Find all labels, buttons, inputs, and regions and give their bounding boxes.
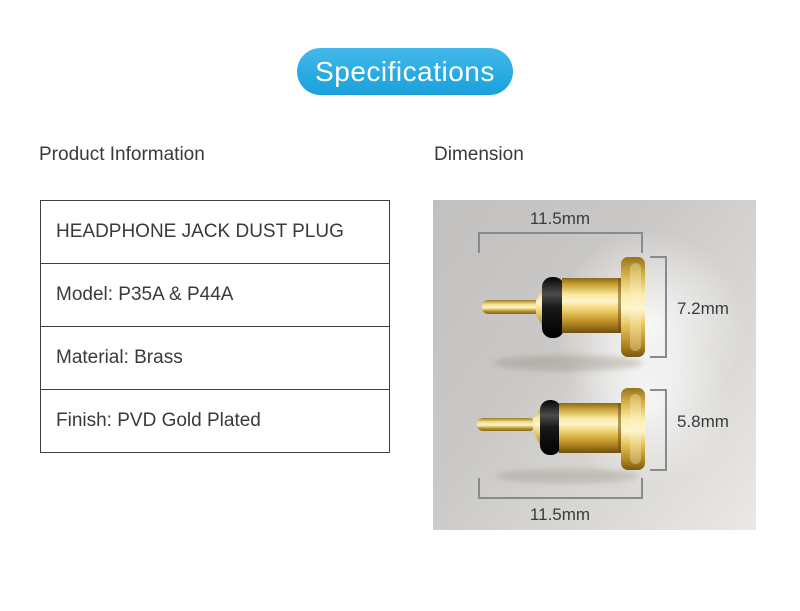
dim-label-top-height: 7.2mm (677, 299, 729, 318)
plug-bottom-shadow (496, 469, 640, 483)
plug-bottom-body (559, 403, 621, 453)
plug-top-body (562, 278, 622, 333)
spec-row-finish: Finish: PVD Gold Plated (41, 390, 389, 452)
plug-top-flange-highlight (630, 263, 641, 351)
dimension-diagram: 11.5mm 7.2mm 5.8mm 11.5mm (477, 209, 729, 524)
plug-top-shadow (493, 355, 643, 371)
plug-top-neck-line (618, 278, 621, 333)
dim-label-top-width: 11.5mm (530, 209, 590, 228)
dimension-photo: 11.5mm 7.2mm 5.8mm 11.5mm (433, 200, 756, 530)
spec-table: HEADPHONE JACK DUST PLUG Model: P35A & P… (40, 200, 390, 453)
plug-top-graphic (482, 257, 645, 371)
specifications-badge-label: Specifications (315, 55, 495, 87)
dim-label-bottom-width: 11.5mm (530, 505, 590, 524)
plug-bottom-flange-highlight (630, 394, 641, 464)
plug-top-o-ring (542, 277, 564, 338)
plug-bottom-pin (477, 418, 535, 431)
spec-row-model: Model: P35A & P44A (41, 264, 389, 327)
dim-bracket-bottom-height (650, 389, 667, 471)
plug-bottom-o-ring (540, 400, 561, 455)
product-info-heading: Product Information (39, 144, 205, 165)
dim-bracket-top-width (478, 232, 643, 253)
dim-bracket-top-height (650, 256, 667, 358)
plug-bottom-neck-line (618, 403, 621, 453)
spec-row-material: Material: Brass (41, 327, 389, 390)
specifications-badge: Specifications (297, 48, 513, 95)
dim-bracket-bottom-width (478, 478, 643, 499)
plug-top-pin (482, 300, 540, 314)
plug-top-flange (621, 257, 645, 357)
spec-row-product-name: HEADPHONE JACK DUST PLUG (41, 201, 389, 264)
dim-label-bottom-height: 5.8mm (677, 412, 729, 431)
dimension-heading: Dimension (434, 144, 524, 165)
plug-bottom-flange (621, 388, 645, 470)
plug-bottom-graphic (477, 388, 645, 483)
